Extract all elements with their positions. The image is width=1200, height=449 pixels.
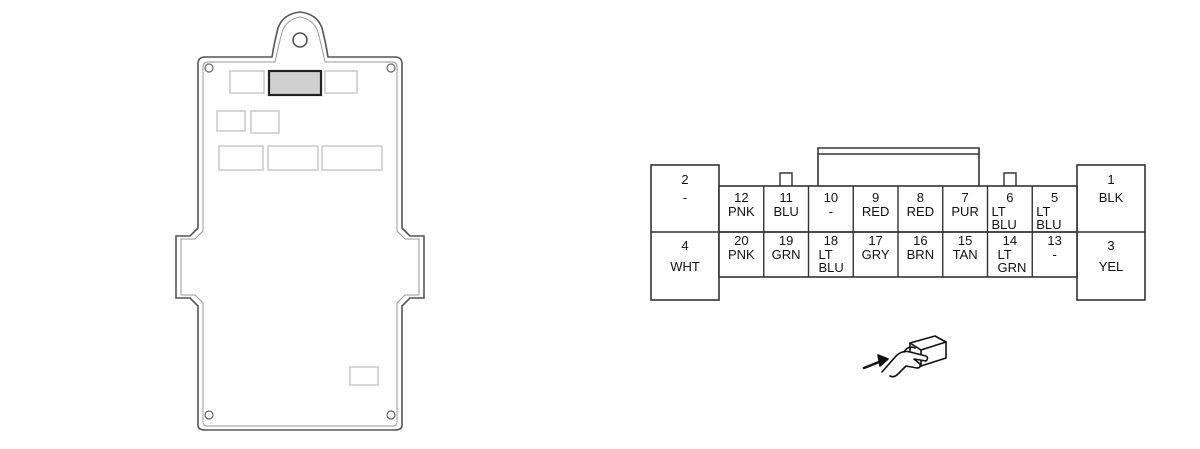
pin-9-color: RED [862,204,889,219]
mount-hole [386,410,396,420]
pin-11-color: BLU [773,204,798,219]
pin-4-number: 4 [681,238,688,253]
pin-9-number: 9 [872,190,879,205]
key-left [779,172,793,186]
slot [218,145,264,171]
pin-3-color: YEL [1099,259,1124,274]
pin-15-number: 15 [958,233,972,248]
pin-17-number: 17 [868,233,882,248]
mount-hole [204,63,214,73]
pin-8-number: 8 [917,190,924,205]
pin-4-color: WHT [670,259,700,274]
pin-19-number: 19 [779,233,793,248]
pin-16-number: 16 [913,233,927,248]
slot [229,70,265,94]
pin-16-color: BRN [907,247,934,262]
pin-13-color: - [1052,247,1056,262]
pin-7-number: 7 [962,190,969,205]
connector-housing [650,147,1146,301]
pin-7-color: PUR [951,204,978,219]
slot [349,366,379,386]
mount-hole [204,410,214,420]
pin-12-color: PNK [728,204,755,219]
pin-3-number: 3 [1107,238,1114,253]
pin-8-color: RED [907,204,934,219]
pin-19-color: GRN [772,247,801,262]
pin-15-color: TAN [953,247,978,262]
hand-pointing-at-connector-icon [862,335,947,378]
mounting-holes [204,63,396,420]
mount-hole [386,63,396,73]
pin-11-number: 11 [779,190,793,205]
pin-10-number: 10 [824,190,838,205]
pin-20-number: 20 [734,233,748,248]
component-slots [216,70,383,386]
pin-2-number: 2 [681,172,688,187]
highlighted-connector-location [267,69,323,97]
latch [817,147,980,186]
pin-13-number: 13 [1047,233,1061,248]
pin-17-color: GRY [862,247,890,262]
pin-2-color: - [683,190,687,205]
slot [267,145,319,171]
pin-6-number: 6 [1006,190,1013,205]
pin-14-number: 14 [1003,233,1017,248]
slot [324,70,358,94]
pin-20-color: PNK [728,247,755,262]
pin-1-color: BLK [1099,190,1124,205]
pin-1-number: 1 [1107,172,1114,187]
pin-18-number: 18 [824,233,838,248]
pin-5-number: 5 [1051,190,1058,205]
pin-12-number: 12 [734,190,748,205]
fuse-box-outline [175,11,425,431]
slot [216,110,246,132]
slot [321,145,383,171]
pin-10-color: - [829,204,833,219]
slot [250,110,280,134]
connector-pin-labels: 2-4WHT1BLK3YEL12PNK11BLU10-9RED8RED7PUR6… [670,172,1123,275]
key-right [1003,172,1017,186]
